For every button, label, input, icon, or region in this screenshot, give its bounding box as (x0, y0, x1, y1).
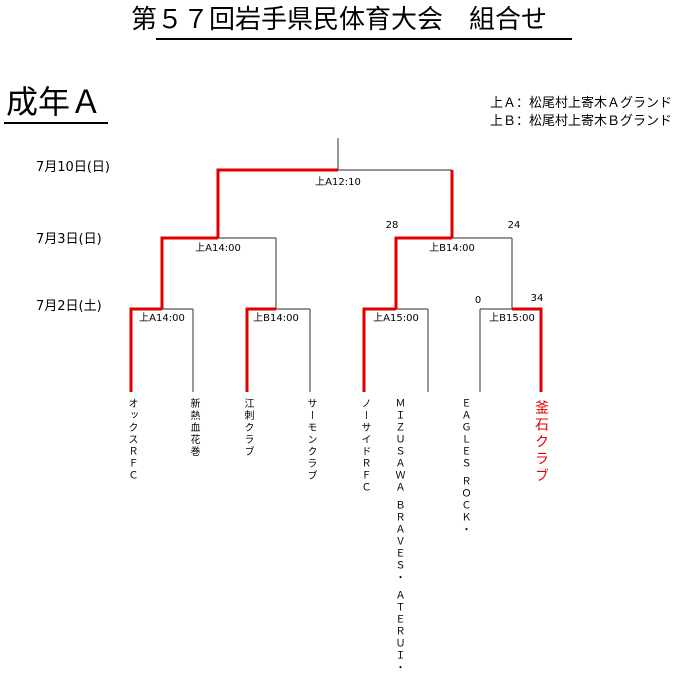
team-ox-rfc: オックスＲＦＣ (126, 398, 137, 482)
team-salmon-club: サーモンクラブ (305, 398, 316, 482)
team-mizusawa-line-3: ＭＩＺＵＳＡＷＡ (393, 398, 404, 494)
score-semi-right-right: 24 (507, 220, 521, 231)
score-qf4-left: 0 (474, 295, 482, 306)
bracket-lines-winner (129, 168, 543, 392)
qf2-winner (245, 307, 276, 392)
bracket-lines-grey (162, 138, 513, 392)
tournament-bracket (129, 138, 543, 392)
match-qf2-label: 上B14:00 (253, 313, 299, 324)
team-kamaishi-club: 釜石クラブ (533, 400, 549, 485)
division-heading: 成年Ａ (6, 83, 103, 121)
venue-b-label: 上Ｂ：松尾村上寄木Ｂグランド (489, 114, 672, 129)
venue-a-label: 上Ａ：松尾村上寄木Ａグランド (489, 96, 672, 111)
team-mizusawa-line-2: ＢＲＡＶＥＳ・ (393, 500, 404, 584)
division-underline (4, 122, 108, 124)
semi-left-winner (160, 236, 218, 309)
team-shinnekketsu-hanamaki: 新熱血花巻 (188, 398, 199, 458)
team-mizusawa-braves-aterui: ＡＴＥＲＵＩ・ ＢＲＡＶＥＳ・ ＭＩＺＵＳＡＷＡ (392, 398, 404, 674)
match-qf4-label: 上B15:00 (489, 313, 535, 324)
match-semi-right-label: 上B14:00 (429, 243, 475, 254)
team-rock-line-1: ＲＯＣＫ・ (459, 476, 470, 536)
match-final-label: 上A12:10 (315, 177, 361, 188)
title-underline (156, 38, 572, 40)
score-semi-right-left: 28 (385, 220, 399, 231)
date-final: 7月10日(日) (36, 160, 110, 175)
match-semi-left-label: 上A14:00 (195, 243, 241, 254)
qf3-winner (362, 307, 396, 392)
date-quarterfinal: 7月2日(土) (36, 299, 102, 314)
score-qf4-right: 34 (530, 293, 544, 304)
final-winner-left (216, 168, 338, 238)
page-title: 第５７回岩手県民体育大会 組合せ (130, 5, 547, 35)
match-qf3-label: 上A15:00 (373, 313, 419, 324)
team-rock-eagles: ＲＯＣＫ・ ＥＡＧＬＥＳ (458, 398, 470, 536)
team-mizusawa-line-1: ＡＴＥＲＵＩ・ (393, 590, 404, 674)
team-rock-line-2: ＥＡＧＬＥＳ (459, 398, 470, 470)
qf1-winner (129, 307, 162, 392)
qf4-winner (512, 307, 543, 392)
match-qf1-label: 上A14:00 (139, 313, 185, 324)
team-esashi-club: 江刺クラブ (242, 398, 253, 458)
date-semifinal: 7月3日(日) (36, 232, 102, 247)
semi-right-winner (394, 236, 452, 309)
team-noside-rfc: ノーサイドＲＦＣ (359, 398, 370, 494)
